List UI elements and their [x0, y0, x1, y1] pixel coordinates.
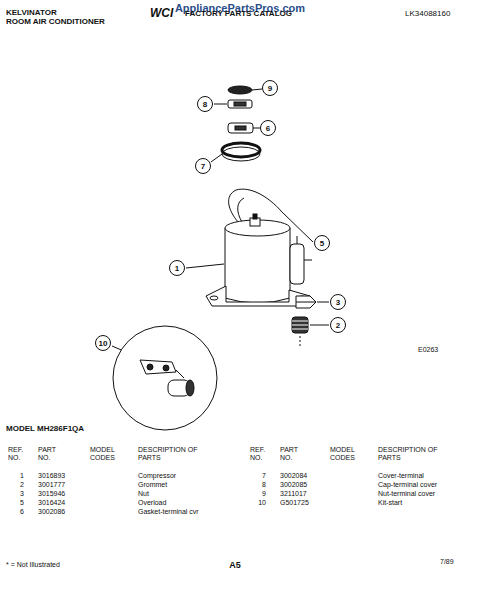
product-type: ROOM AIR CONDITIONER — [6, 17, 136, 26]
part-number: 3002084 — [280, 472, 324, 480]
callout-text: 10 — [99, 339, 108, 348]
date-code: 7/89 — [440, 558, 474, 566]
part-description: Kit-start — [378, 499, 478, 507]
table-header: DESCRIPTION OF PARTS — [378, 446, 438, 462]
part-number: 3016424 — [38, 499, 82, 507]
part-number: 3016893 — [38, 472, 82, 480]
ref-number: 10 — [250, 499, 266, 507]
ref-number: 7 — [250, 472, 266, 480]
ref-number: 1 — [8, 472, 24, 480]
callout-text: 3 — [336, 298, 340, 307]
callout-number: 2 — [330, 317, 346, 333]
catalog-number: LK34088160 — [405, 9, 475, 18]
ref-number: 8 — [250, 481, 266, 489]
callout-number: 7 — [195, 158, 211, 174]
footnote: * = Not Illustrated — [6, 561, 126, 569]
callout-text: 5 — [320, 239, 324, 248]
model-number: MODEL MH286F1QA — [6, 424, 166, 433]
part-number: 3001777 — [38, 481, 82, 489]
ref-number: 2 — [8, 481, 24, 489]
part-number: 3002085 — [280, 481, 324, 489]
callout-text: 6 — [266, 124, 270, 133]
table-header: PART NO. — [280, 446, 310, 462]
callout-text: 2 — [336, 321, 340, 330]
figure-code: E0263 — [418, 346, 468, 354]
table-header: REF. NO. — [8, 446, 30, 462]
callout-text: 8 — [203, 100, 207, 109]
table-header: PART NO. — [38, 446, 68, 462]
part-description: Grommet — [138, 481, 238, 489]
ref-number: 3 — [8, 490, 24, 498]
callout-number: 9 — [262, 80, 278, 96]
part-number: 3211017 — [280, 490, 324, 498]
table-header: DESCRIPTION OF PARTS — [138, 446, 198, 462]
table-header: MODEL CODES — [90, 446, 126, 462]
catalog-title: FACTORY PARTS CATALOG — [185, 9, 325, 18]
part-description: Nut — [138, 490, 238, 498]
catalog-logo: WCI — [150, 7, 182, 20]
callout-number: 3 — [330, 294, 346, 310]
callout-text: 1 — [175, 264, 179, 273]
part-description: Nut-terminal cover — [378, 490, 478, 498]
ref-number: 6 — [8, 508, 24, 516]
callout-number: 8 — [197, 96, 213, 112]
part-number: G501725 — [280, 499, 324, 507]
part-description: Gasket-terminal cvr — [138, 508, 238, 516]
table-header: MODEL CODES — [330, 446, 366, 462]
part-number: 3002086 — [38, 508, 82, 516]
ref-number: 5 — [8, 499, 24, 507]
callout-number: 6 — [260, 120, 276, 136]
callout-number: 10 — [95, 335, 111, 351]
callout-number: 1 — [169, 260, 185, 276]
callout-number: 5 — [314, 235, 330, 251]
part-number: 3015946 — [38, 490, 82, 498]
part-description: Cap-terminal cover — [378, 481, 478, 489]
part-description: Cover-terminal — [378, 472, 478, 480]
part-description: Compressor — [138, 472, 238, 480]
part-description: Overload — [138, 499, 238, 507]
ref-number: 9 — [250, 490, 266, 498]
page-number: A5 — [220, 560, 250, 570]
brand-name: KELVINATOR — [6, 8, 116, 17]
callout-text: 9 — [268, 84, 272, 93]
callout-text: 7 — [201, 162, 205, 171]
table-header: REF. NO. — [250, 446, 272, 462]
